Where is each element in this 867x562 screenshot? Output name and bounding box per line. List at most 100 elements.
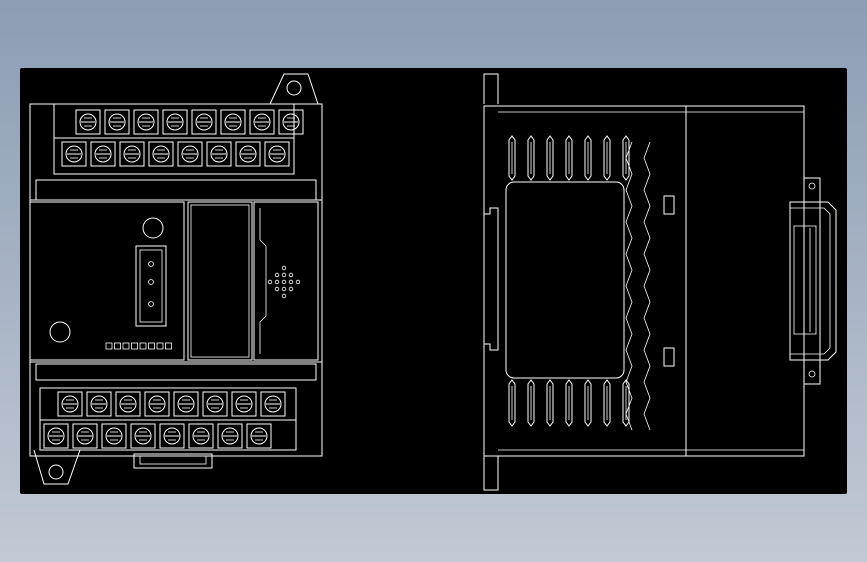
- indicator-led: [165, 342, 172, 350]
- lower-vent-slot: [565, 379, 573, 427]
- lower-round-knob: [49, 321, 71, 343]
- indicator-led: [122, 342, 130, 350]
- terminal-screw-top-a-8: [278, 109, 304, 135]
- vent-rib-right: [643, 141, 651, 431]
- side-clip-screw-top: [808, 182, 816, 190]
- port-pin: [274, 279, 280, 285]
- connector-pin-3: [148, 301, 154, 307]
- lower-vent-slot: [546, 379, 554, 427]
- upper-vent-slot: [584, 135, 592, 181]
- lower-vent-slot: [508, 379, 516, 427]
- terminal-screw-bottom-b-6: [188, 423, 214, 449]
- upper-vent-slots: [508, 135, 630, 181]
- left-panel: [29, 201, 185, 361]
- port-pin: [281, 272, 287, 278]
- upper-vent-slot: [527, 135, 535, 181]
- din-rail-clip-inner: [139, 455, 207, 465]
- connector-socket: [135, 245, 167, 327]
- lower-band: [35, 363, 317, 381]
- front-view: [29, 73, 323, 485]
- middle-window-inner: [190, 204, 250, 358]
- terminal-screw-bottom-a-6: [202, 391, 228, 417]
- port-pin: [274, 286, 280, 292]
- right-port-panel: [253, 201, 319, 361]
- port-pin: [281, 286, 287, 292]
- top-terminal-block: [53, 103, 295, 175]
- side-clip-slot: [793, 225, 817, 335]
- terminal-screw-top-b-8: [264, 141, 290, 167]
- port-pin: [288, 286, 294, 292]
- terminal-screw-bottom-b-4: [130, 423, 156, 449]
- port-cover-edge: [259, 208, 267, 354]
- indicator-led: [105, 342, 113, 350]
- connector-pin-1: [148, 261, 154, 267]
- connector-socket-inner: [139, 249, 163, 323]
- indicator-led: [114, 342, 121, 350]
- vent-rib-left: [625, 141, 633, 431]
- upper-vent-slot: [508, 135, 516, 181]
- port-pin: [274, 272, 280, 278]
- terminal-screw-bottom-b-8: [246, 423, 272, 449]
- bottom-terminal-block: [39, 387, 297, 451]
- upper-vent-slot: [622, 135, 630, 181]
- top-terminal-row-1: [75, 109, 304, 135]
- terminal-screw-top-b-1: [61, 141, 87, 167]
- terminal-screw-bottom-a-3: [115, 391, 141, 417]
- terminal-screw-top-a-6: [220, 109, 246, 135]
- lower-vent-slots: [508, 379, 630, 427]
- terminal-screw-bottom-b-2: [72, 423, 98, 449]
- upper-vent-slot: [603, 135, 611, 181]
- terminal-screw-top-a-7: [249, 109, 275, 135]
- upper-vent-slot: [546, 135, 554, 181]
- front-housing-outline: [29, 103, 323, 457]
- side-left-step: [484, 207, 499, 351]
- terminal-screw-top-a-2: [104, 109, 130, 135]
- terminal-screw-bottom-a-5: [173, 391, 199, 417]
- terminal-screw-bottom-b-5: [159, 423, 185, 449]
- side-top-rail-hook: [483, 73, 499, 104]
- bottom-terminal-row-1: [57, 391, 286, 417]
- din-rail-clip: [133, 453, 213, 469]
- terminal-screw-bottom-a-2: [86, 391, 112, 417]
- bottom-terminal-row-2: [43, 423, 272, 449]
- lower-vent-slot: [584, 379, 592, 427]
- terminal-screw-top-a-5: [191, 109, 217, 135]
- terminal-screw-top-a-3: [133, 109, 159, 135]
- side-bottom-rail-hook: [483, 456, 499, 491]
- side-label-recess: [505, 181, 625, 379]
- connector-pin-2: [148, 279, 154, 285]
- indicator-led: [156, 342, 164, 350]
- terminal-screw-top-b-6: [206, 141, 232, 167]
- cad-viewport[interactable]: [20, 68, 847, 494]
- top-terminal-row-2: [61, 141, 290, 167]
- terminal-screw-bottom-a-1: [57, 391, 83, 417]
- plc-cad-drawing: [29, 73, 837, 491]
- terminal-screw-top-a-4: [162, 109, 188, 135]
- indicator-led: [139, 342, 147, 350]
- terminal-screw-bottom-a-4: [144, 391, 170, 417]
- middle-window: [187, 201, 253, 361]
- side-clip-bracket: [789, 201, 837, 361]
- terminal-screw-top-a-1: [75, 109, 101, 135]
- indicator-led: [131, 342, 138, 350]
- port-pin: [281, 293, 287, 299]
- comm-port-pins: [267, 265, 301, 299]
- port-pin: [288, 272, 294, 278]
- port-pin: [281, 279, 287, 285]
- port-pin: [288, 279, 294, 285]
- bottom-mounting-hole: [48, 464, 64, 480]
- side-clip-plate: [803, 177, 821, 385]
- bottom-mounting-ear: [33, 449, 81, 485]
- side-view: [483, 73, 837, 491]
- side-clip-screw-bottom: [808, 370, 816, 378]
- terminal-screw-top-b-4: [148, 141, 174, 167]
- side-clip-bracket-inner: [790, 207, 831, 355]
- indicator-led-row: [105, 342, 172, 350]
- terminal-screw-top-b-3: [119, 141, 145, 167]
- terminal-screw-top-b-2: [90, 141, 116, 167]
- top-mounting-ear: [269, 73, 319, 105]
- terminal-screw-bottom-a-8: [260, 391, 286, 417]
- upper-round-knob: [142, 217, 164, 239]
- terminal-screw-bottom-a-7: [231, 391, 257, 417]
- lower-vent-slot: [527, 379, 535, 427]
